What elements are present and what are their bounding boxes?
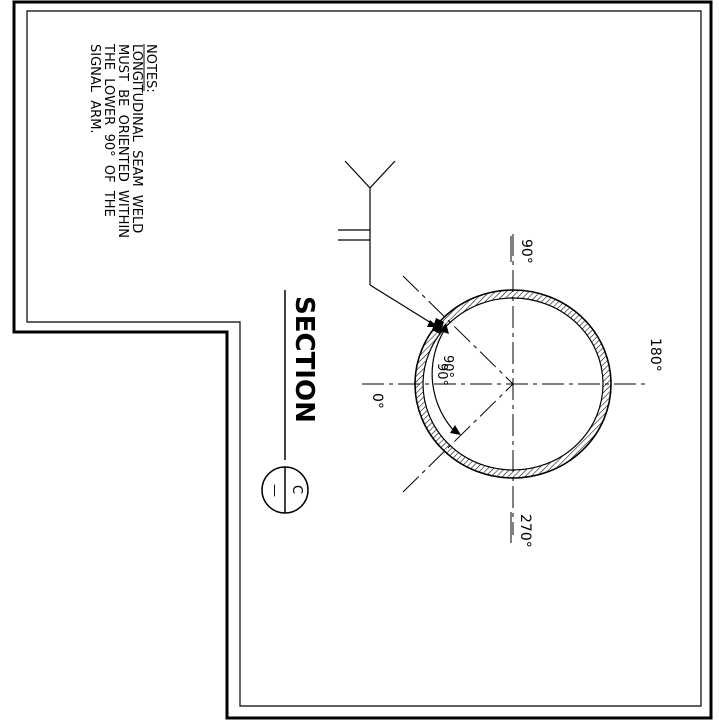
angle-label-180: 180° [647, 338, 663, 372]
note-line-4: SIGNAL ARM. [87, 44, 102, 134]
arc-label-lower: 90° [434, 363, 449, 386]
pipe-outer-wall [414, 289, 612, 479]
section-title: SECTION [289, 296, 319, 423]
pipe-inner-wall [422, 297, 604, 471]
sheet-border-outer [12, 0, 713, 720]
notes-block: NOTES: LONGITUDINAL SEAM WELD MUST BE OR… [87, 43, 158, 238]
note-line-2: MUST BE ORIENTED WITHIN [115, 44, 130, 238]
section-marker-letter: C [289, 485, 304, 494]
section-title-text: SECTION [289, 296, 319, 423]
angle-label-270: 270° [517, 514, 533, 548]
section-marker-sheet: — [267, 484, 282, 497]
notes-heading: NOTES: [143, 44, 158, 93]
note-line-1: LONGITUDINAL SEAM WELD [129, 44, 144, 233]
sheet-border-inner [26, 10, 702, 707]
weld-leader-arrowhead [427, 320, 438, 327]
weld-symbol [338, 160, 437, 327]
centerlines [362, 234, 650, 535]
angle-dimension [431, 323, 461, 435]
angle-label-90-top: 90° [518, 239, 534, 264]
angle-label-0: 0° [369, 393, 385, 409]
section-marker: C — [261, 466, 309, 514]
arc-label-upper: 90° [440, 355, 455, 378]
note-line-3: THE LOWER 90° OF THE [101, 43, 116, 217]
